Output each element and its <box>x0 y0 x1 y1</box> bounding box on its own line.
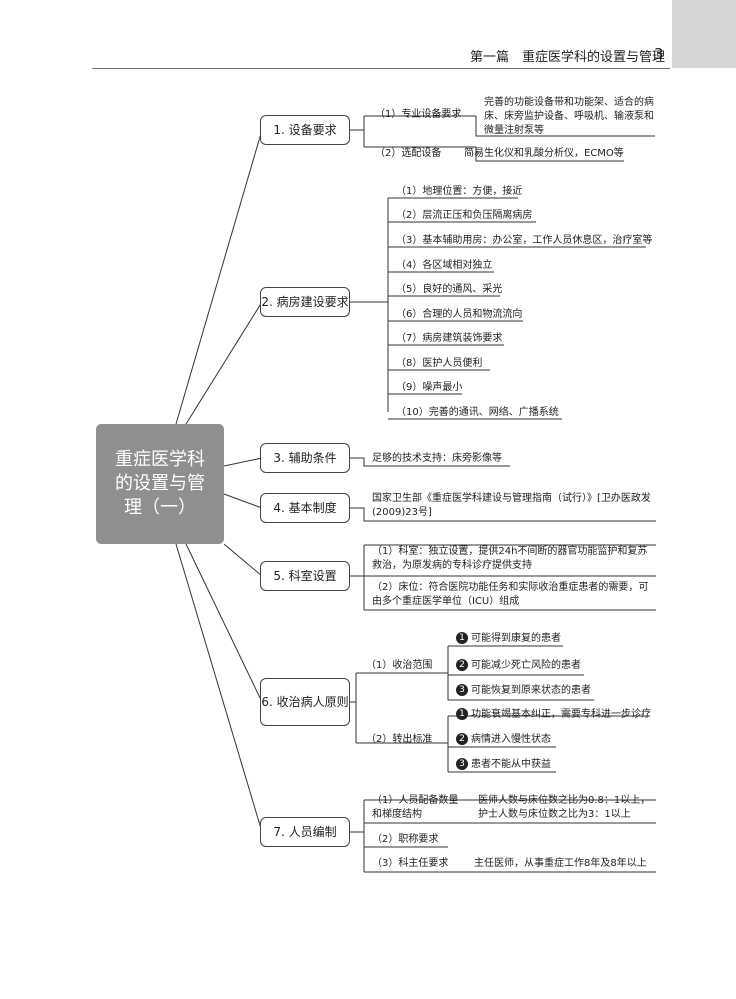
branch-auxiliary-conditions: 3. 辅助条件 <box>260 443 350 473</box>
admission-scope-text: 可能恢复到原来状态的患者 <box>471 685 591 696</box>
transfer-criteria-label: （2）转出标准 <box>366 733 432 747</box>
branch-equipment: 1. 设备要求 <box>260 115 350 145</box>
ward-item: （4）各区域相对独立 <box>396 259 492 273</box>
number-badge-icon: 2 <box>456 733 468 745</box>
staffing-director-detail: 主任医师，从事重症工作8年及8年以上 <box>474 857 647 871</box>
ward-item: （3）基本辅助用房：办公室，工作人员休息区，治疗室等 <box>396 234 652 248</box>
department-item: （2）床位：符合医院功能任务和实际收治重症患者的需要，可由多个重症医学单位（IC… <box>372 581 652 609</box>
staffing-ratio-label: （1）人员配备数量和梯度结构 <box>372 794 460 822</box>
branch-admission-principles: 6. 收治病人原则 <box>260 678 350 726</box>
equipment-optional-detail: 简易生化仪和乳酸分析仪，ECMO等 <box>464 147 624 161</box>
equipment-professional-detail: 完善的功能设备带和功能架、适合的病床、床旁监护设备、呼吸机、输液泵和微量注射泵等 <box>484 96 654 138</box>
ward-item: （5）良好的通风、采光 <box>396 283 502 297</box>
ward-item: （2）层流正压和负压隔离病房 <box>396 209 532 223</box>
ward-item: （1）地理位置：方便，接近 <box>396 185 522 199</box>
department-item: （1）科室：独立设置，提供24h不间断的器官功能监护和复苏救治，为原发病的专科诊… <box>372 545 652 573</box>
basic-system-detail: 国家卫生部《重症医学科建设与管理指南（试行）》[卫办医政发(2009)23号] <box>372 492 652 520</box>
transfer-criteria-text: 功能衰竭基本纠正，需要专科进一步诊疗 <box>471 709 651 720</box>
number-badge-icon: 3 <box>456 758 468 770</box>
admission-scope-text: 可能减少死亡风险的患者 <box>471 660 581 671</box>
admission-scope-text: 可能得到康复的患者 <box>471 633 561 644</box>
ward-item: （10）完善的通讯、网络、广播系统 <box>396 406 559 420</box>
ward-item: （8）医护人员便利 <box>396 357 482 371</box>
equipment-professional-label: （1）专业设备要求 <box>375 108 461 122</box>
auxiliary-detail: 足够的技术支持：床旁影像等 <box>372 452 502 466</box>
admission-scope-label: （1）收治范围 <box>366 659 432 673</box>
ward-item: （6）合理的人员和物流流向 <box>396 308 522 322</box>
transfer-criteria-text: 患者不能从中获益 <box>471 759 551 770</box>
branch-department-setup: 5. 科室设置 <box>260 561 350 591</box>
number-badge-icon: 1 <box>456 708 468 720</box>
number-badge-icon: 2 <box>456 659 468 671</box>
staffing-director-label: （3）科主任要求 <box>372 857 448 871</box>
ward-item: （9）噪声最小 <box>396 381 462 395</box>
branch-staffing: 7. 人员编制 <box>260 817 350 847</box>
transfer-criteria-text: 病情进入慢性状态 <box>471 734 551 745</box>
equipment-optional-label: （2）选配设备 <box>375 147 441 161</box>
ward-item: （7）病房建筑装饰要求 <box>396 332 502 346</box>
number-badge-icon: 3 <box>456 684 468 696</box>
number-badge-icon: 1 <box>456 632 468 644</box>
center-topic-label: 重症医学科的设置与管理（一） <box>115 448 205 520</box>
branch-ward-construction: 2. 病房建设要求 <box>260 287 350 317</box>
staffing-ratio-detail: 医师人数与床位数之比为0.8：1以上，护士人数与床位数之比为3：1以上 <box>478 794 654 822</box>
center-topic: 重症医学科的设置与管理（一） <box>96 424 224 544</box>
staffing-title-label: （2）职称要求 <box>372 833 438 847</box>
branch-basic-system: 4. 基本制度 <box>260 493 350 523</box>
